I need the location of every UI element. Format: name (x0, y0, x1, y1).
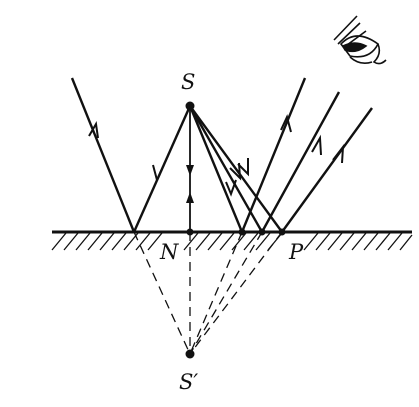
label-image: S′ (179, 370, 198, 394)
virtual-rays (133, 231, 283, 355)
normal-arrow-down (186, 165, 194, 176)
source-point (185, 101, 195, 111)
label-foot: N (159, 240, 179, 264)
normal-arrow-up (186, 192, 194, 203)
reflected-rays-right (240, 77, 373, 233)
foot-point (186, 228, 194, 236)
mirror-hatching (51, 232, 413, 251)
image-point (185, 349, 195, 359)
reflect-point-1 (238, 228, 246, 236)
incident-arrows-right (225, 158, 249, 197)
eye-icon (333, 15, 387, 65)
reflected-arrows-right (280, 114, 345, 164)
reflect-point-2 (258, 228, 266, 236)
reflected-arrow-left (88, 121, 99, 139)
reflected-ray-left (70, 77, 136, 233)
incident-arrow-left (152, 164, 163, 183)
point-p (278, 228, 286, 236)
label-point: P (288, 240, 304, 264)
label-source: S (181, 70, 195, 94)
